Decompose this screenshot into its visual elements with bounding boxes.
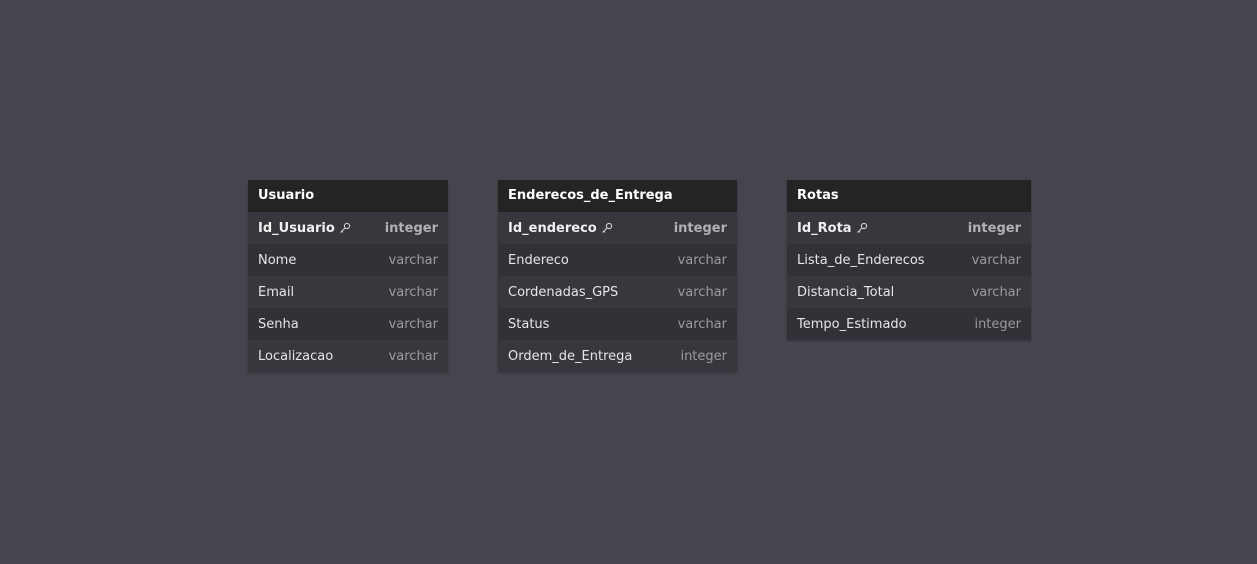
column-name: Senha: [258, 316, 299, 332]
column-name: Localizacao: [258, 348, 334, 364]
table-row[interactable]: Id_Rota integer: [787, 212, 1031, 244]
column-type: varchar: [677, 316, 727, 332]
column-type: varchar: [677, 284, 727, 300]
column-type: integer: [680, 348, 727, 364]
table-row[interactable]: Nome varchar: [248, 244, 448, 276]
column-type: integer: [384, 220, 438, 236]
table-row[interactable]: Status varchar: [498, 308, 737, 340]
column-type: varchar: [677, 252, 727, 268]
table-enderecos-de-entrega[interactable]: Enderecos_de_Entrega Id_endereco integer…: [498, 180, 737, 372]
column-type: varchar: [388, 316, 438, 332]
column-name: Id_Rota: [797, 221, 868, 236]
column-name: Id_Usuario: [258, 221, 351, 236]
table-row[interactable]: Id_Usuario integer: [248, 212, 448, 244]
column-name: Distancia_Total: [797, 284, 895, 300]
column-name: Endereco: [508, 252, 569, 268]
column-name: Ordem_de_Entrega: [508, 348, 633, 364]
table-row[interactable]: Ordem_de_Entrega integer: [498, 340, 737, 372]
table-row[interactable]: Email varchar: [248, 276, 448, 308]
column-type: varchar: [388, 348, 438, 364]
column-name: Email: [258, 284, 295, 300]
table-header[interactable]: Rotas: [787, 180, 1031, 212]
table-usuario[interactable]: Usuario Id_Usuario integer Nome varchar …: [248, 180, 448, 372]
key-icon: [339, 222, 351, 234]
table-row[interactable]: Distancia_Total varchar: [787, 276, 1031, 308]
table-header[interactable]: Usuario: [248, 180, 448, 212]
key-icon: [856, 222, 868, 234]
key-icon: [601, 222, 613, 234]
column-name: Status: [508, 316, 550, 332]
table-row[interactable]: Endereco varchar: [498, 244, 737, 276]
column-type: varchar: [388, 284, 438, 300]
column-name: Id_endereco: [508, 221, 613, 236]
table-rotas[interactable]: Rotas Id_Rota integer Lista_de_Enderecos…: [787, 180, 1031, 340]
column-name: Nome: [258, 252, 297, 268]
column-type: integer: [967, 220, 1021, 236]
table-row[interactable]: Senha varchar: [248, 308, 448, 340]
column-name: Cordenadas_GPS: [508, 284, 619, 300]
table-row[interactable]: Cordenadas_GPS varchar: [498, 276, 737, 308]
column-name: Lista_de_Enderecos: [797, 252, 925, 268]
table-row[interactable]: Localizacao varchar: [248, 340, 448, 372]
column-name: Tempo_Estimado: [797, 316, 907, 332]
column-type: varchar: [971, 252, 1021, 268]
table-row[interactable]: Tempo_Estimado integer: [787, 308, 1031, 340]
table-header[interactable]: Enderecos_de_Entrega: [498, 180, 737, 212]
table-row[interactable]: Id_endereco integer: [498, 212, 737, 244]
column-type: integer: [673, 220, 727, 236]
table-row[interactable]: Lista_de_Enderecos varchar: [787, 244, 1031, 276]
column-type: varchar: [388, 252, 438, 268]
column-type: varchar: [971, 284, 1021, 300]
column-type: integer: [974, 316, 1021, 332]
